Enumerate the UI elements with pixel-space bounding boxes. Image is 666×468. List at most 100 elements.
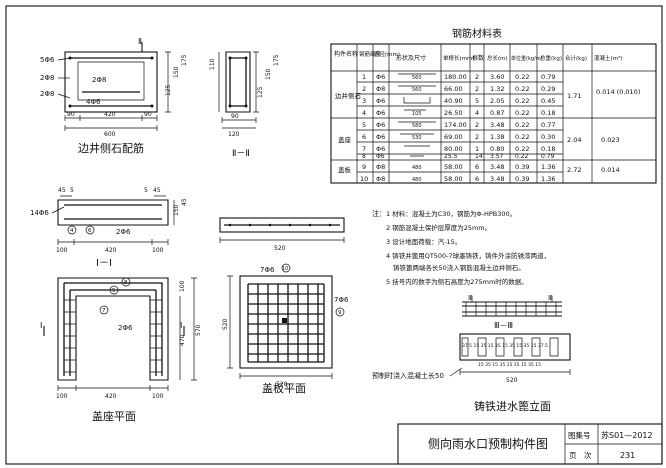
svg-text:105: 105	[412, 111, 422, 117]
atlas-value: 苏S01—2012	[601, 430, 653, 440]
material-table-title: 钢筋材料表	[452, 27, 502, 40]
svg-text:8: 8	[362, 153, 366, 160]
wall-stone-label-4f6: 4Φ6	[86, 98, 101, 106]
dim-125: 125	[257, 86, 264, 98]
section-II-outline	[225, 51, 251, 113]
table-row: 7 Φ6 80.00 1 0.80 0.22 0.18	[362, 145, 555, 153]
wall-stone-label-2f8b: 2Φ8	[92, 76, 106, 84]
material-table: 钢筋材料表 构件名称 钢筋编号 直径(mm) 形状及尺寸 单根长(mm) 根数 …	[330, 27, 657, 184]
svg-text:0.22: 0.22	[515, 109, 529, 117]
svg-text:0.87: 0.87	[490, 109, 504, 117]
dim-570: 570	[195, 324, 202, 336]
dim-90a: 90	[67, 111, 75, 118]
svg-text:0.30: 0.30	[541, 133, 555, 141]
callout-7: 7	[102, 308, 106, 314]
section-I-view: 45 5 5 45 14Φ6 2Φ6 4 6 150 45 100 420 10…	[30, 187, 188, 269]
svg-text:1.36: 1.36	[541, 163, 555, 171]
svg-text:9: 9	[362, 163, 366, 171]
svg-text:Φ6: Φ6	[376, 97, 385, 105]
svg-text:Φ6: Φ6	[376, 133, 385, 141]
table-row: 9 Φ8 480 58.00 6 3.48 0.39 1.36	[362, 163, 555, 171]
grate-spacing: 37.5 15 35 15 35 15 35 15 35 15 37.5	[462, 343, 548, 349]
svg-text:3.48: 3.48	[490, 163, 504, 171]
svg-text:2: 2	[362, 85, 366, 93]
svg-text:26.50: 26.50	[444, 109, 463, 117]
svg-text:5: 5	[475, 97, 479, 105]
svg-text:0.80: 0.80	[490, 145, 504, 153]
header-bar-no: 钢筋编号	[359, 50, 382, 58]
svg-text:0.79: 0.79	[541, 153, 555, 160]
section-I-caption: Ⅰ－Ⅰ	[96, 258, 112, 269]
label-7f6-right: 7Φ6	[334, 296, 349, 304]
grate-mark-left: Ⅲ	[468, 294, 473, 302]
slab-plan-caption: 盖板平面	[262, 381, 306, 395]
note-1: 1 材料：混凝土为C30，钢筋为Φ-HPB300。	[386, 209, 516, 218]
dim-520: 520	[274, 245, 286, 252]
wall-stone-hollow	[77, 61, 145, 101]
dim-175: 175	[181, 54, 188, 66]
group-name: 盖座	[338, 135, 352, 144]
table-row: 10 Φ8 480 58.00 6 3.48 0.39 1.36	[360, 175, 555, 183]
dim-420: 420	[105, 247, 117, 254]
svg-text:25.5: 25.5	[444, 153, 458, 160]
callout-10: 10	[282, 266, 288, 272]
svg-text:174.00: 174.00	[444, 121, 467, 129]
wall-stone-outline	[64, 51, 158, 113]
group-sum: 2.72	[567, 166, 581, 174]
note-5: 5 括号内的数字为侧石高度为275mm时的数据。	[386, 277, 528, 286]
svg-text:180.00: 180.00	[444, 73, 467, 81]
svg-text:0.22: 0.22	[515, 73, 529, 81]
wall-stone-label-2f8a: 2Φ8	[40, 74, 54, 82]
svg-text:0.77: 0.77	[541, 121, 555, 129]
dim-150: 150	[265, 68, 272, 80]
svg-text:0.22: 0.22	[515, 85, 529, 93]
dim-120: 120	[228, 131, 240, 138]
svg-text:3: 3	[362, 97, 366, 105]
seat-plan-outline	[57, 277, 169, 381]
table-row: 2 Φ8 560 66.00 2 1.32 0.22 0.29	[362, 85, 555, 93]
section-II-view: 110 125 150 175 90 120 Ⅱ－Ⅱ	[209, 51, 280, 159]
dim-470: 470	[179, 334, 186, 346]
svg-text:58.00: 58.00	[444, 163, 463, 171]
svg-text:0.29: 0.29	[541, 85, 555, 93]
label-2f6: 2Φ6	[116, 228, 131, 236]
svg-text:480: 480	[412, 165, 422, 171]
dim-150: 150	[173, 204, 180, 216]
dim-45b: 45	[153, 187, 161, 194]
table-row: 4 Φ6 105 26.50 4 0.87 0.22 0.18	[362, 109, 555, 117]
svg-text:10: 10	[360, 175, 368, 183]
grate-dim: 520	[506, 377, 518, 384]
dim-5b: 5	[144, 187, 148, 194]
dim-100a: 100	[56, 393, 68, 400]
header-member: 构件名称	[334, 50, 358, 58]
callout-5: 5	[112, 288, 116, 294]
wall-stone-label-5f6: 5Φ6	[40, 56, 55, 64]
dim-420: 420	[104, 111, 116, 118]
svg-text:Φ6: Φ6	[376, 73, 385, 81]
svg-text:6: 6	[475, 175, 479, 183]
table-row: 5 Φ6 580 174.00 2 3.48 0.22 0.77	[362, 121, 555, 129]
header-total-wt: 总重(kg)	[540, 54, 562, 62]
header-shape: 形状及尺寸	[396, 54, 426, 62]
svg-text:580: 580	[412, 123, 422, 129]
dim-125: 125	[165, 84, 172, 96]
dim-420: 420	[105, 393, 117, 400]
svg-text:3.48: 3.48	[490, 175, 504, 183]
svg-text:4: 4	[475, 109, 479, 117]
group-name: 盖板	[338, 165, 352, 174]
slab-elevation-view: 520	[219, 217, 345, 252]
svg-text:4: 4	[362, 109, 366, 117]
table-row: 3 Φ6 40.90 5 2.05 0.22 0.45	[362, 97, 555, 105]
svg-text:0.22: 0.22	[515, 133, 529, 141]
svg-text:7: 7	[362, 145, 366, 153]
group-concrete: 0.023	[601, 136, 620, 144]
grate-spacing-lower: 15 35 15 35 15 35 15 35 15	[478, 362, 541, 368]
wall-stone-dim-line	[64, 115, 158, 121]
callout-6: 6	[88, 228, 92, 234]
svg-text:2: 2	[475, 73, 479, 81]
svg-text:2: 2	[475, 133, 479, 141]
svg-text:560: 560	[412, 87, 422, 93]
svg-text:0.22: 0.22	[515, 121, 529, 129]
svg-text:Φ6: Φ6	[376, 145, 385, 153]
